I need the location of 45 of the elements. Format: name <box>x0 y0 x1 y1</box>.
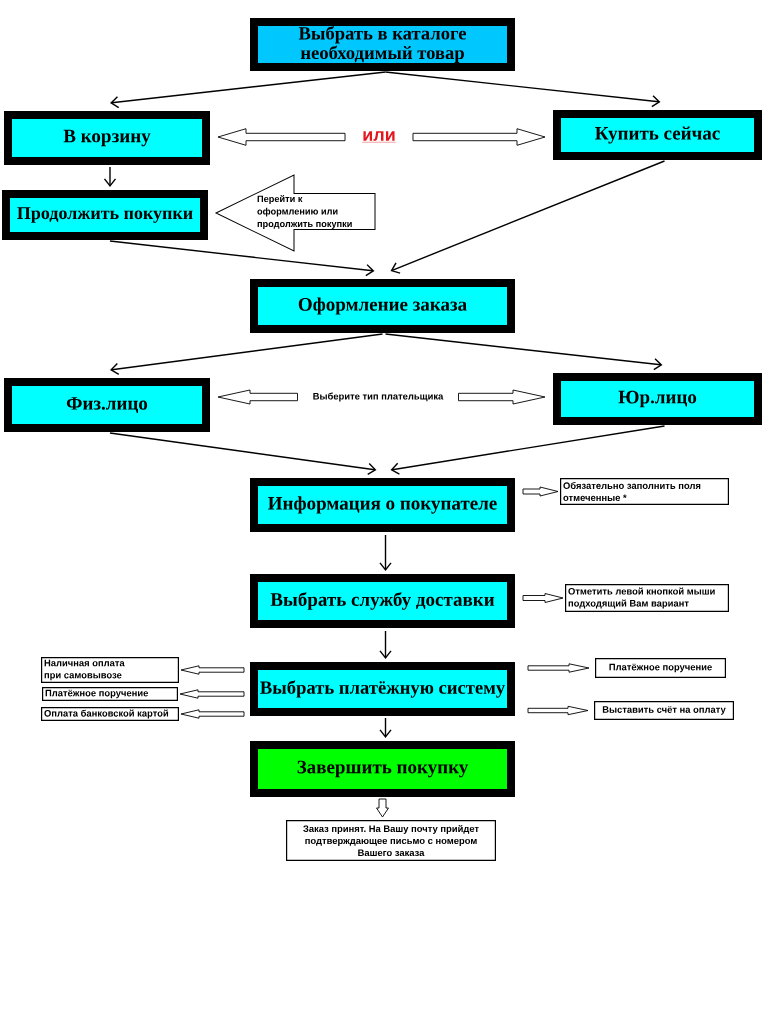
note-box: Выставить счёт на оплату <box>594 701 734 720</box>
block-arrow <box>522 593 564 603</box>
block-arrow <box>412 128 546 146</box>
block-arrow <box>527 705 589 716</box>
process-box: Выбрать платёжную систему <box>250 662 515 716</box>
process-box: Купить сейчас <box>553 110 762 160</box>
block-arrow <box>180 709 245 719</box>
process-box: Выбрать в каталоге необходимый товар <box>250 18 515 71</box>
process-box: Физ.лицо <box>4 378 210 432</box>
arrow <box>109 240 375 277</box>
block-arrow <box>458 389 546 405</box>
arrow <box>109 432 377 476</box>
block-arrow <box>522 486 559 497</box>
arrow <box>379 534 392 571</box>
note-box: Оплата банковской картой <box>41 707 179 721</box>
note-box: Платёжное поручение <box>42 687 178 701</box>
arrow <box>110 71 387 109</box>
note-box: Обязательно заполнить поля отмеченные * <box>560 478 729 505</box>
process-box: Продолжить покупки <box>2 190 208 240</box>
process-box: Оформление заказа <box>250 279 515 333</box>
note-box: Отметить левой кнопкой мыши подходящий Вам вариант <box>565 584 729 612</box>
note-box: Наличная оплата при самовывозе <box>41 657 179 683</box>
block-arrow <box>217 389 298 405</box>
choice-word: или <box>362 131 396 143</box>
arrow <box>390 425 666 475</box>
note-box: Платёжное поручение <box>595 658 726 678</box>
process-box: Информация о покупателе <box>250 478 515 532</box>
process-box: Завершить покупку <box>250 741 515 797</box>
arrow <box>384 333 663 371</box>
arrow <box>390 160 666 274</box>
process-box: Юр.лицо <box>553 373 762 425</box>
arrow <box>384 71 661 108</box>
arrow <box>110 333 384 376</box>
hint-text: Выберите тип плательщика <box>313 392 444 402</box>
note-box: Заказ принят. На Вашу почту прийдет подтверждающее письмо с номером Вашего заказа <box>286 820 496 861</box>
block-arrow <box>217 128 346 146</box>
arrow <box>103 166 117 187</box>
arrow <box>379 717 392 738</box>
block-arrow <box>179 689 245 699</box>
block-arrow <box>527 663 590 673</box>
arrow <box>379 630 392 659</box>
block-arrow <box>180 665 245 675</box>
block-arrow <box>376 798 389 818</box>
process-box: В корзину <box>4 111 210 165</box>
process-box: Выбрать службу доставки <box>250 574 515 628</box>
